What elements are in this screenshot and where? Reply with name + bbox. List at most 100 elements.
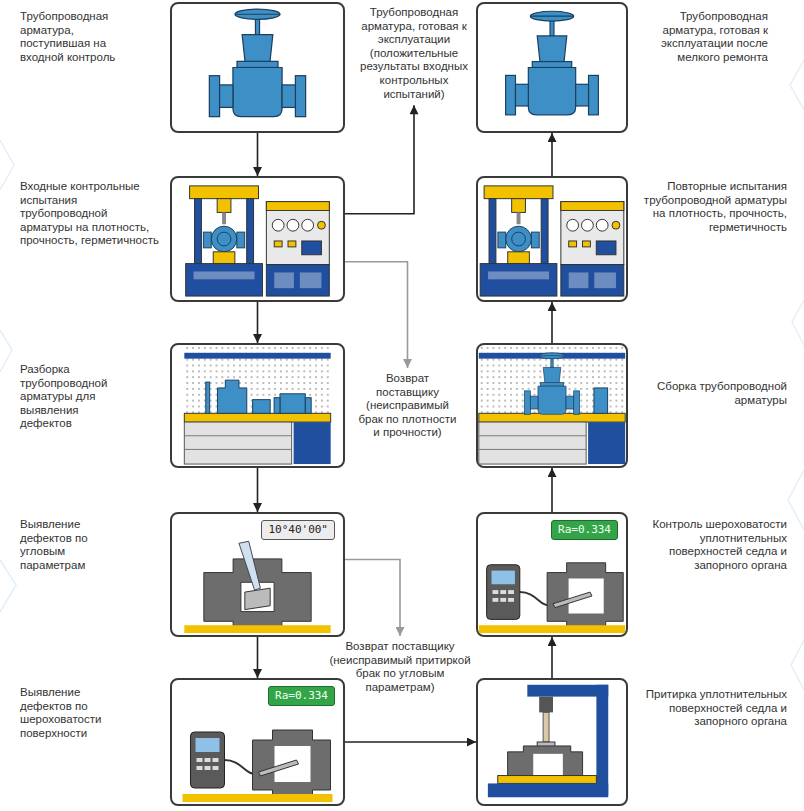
illustration-part xyxy=(235,9,280,19)
step-caption: Выявление дефектов по угловым параметрам xyxy=(20,518,125,572)
outcome-text-block: Возврат поставщику (неисправимый притирк… xyxy=(325,640,475,694)
illustration-part xyxy=(541,199,548,264)
flow-arrow xyxy=(551,468,553,512)
process-box: Сборка трубопроводной арматуры xyxy=(476,343,628,468)
process-box: Притирка уплотнительных поверхностей сед… xyxy=(476,678,628,806)
illustration-part xyxy=(209,9,305,117)
process-box: Выявление дефектов по угловым параметрам… xyxy=(170,512,345,637)
illustration-part xyxy=(205,758,211,762)
illustration-part xyxy=(566,396,574,409)
illustration-part xyxy=(517,212,521,224)
illustration-part xyxy=(506,11,599,115)
illustration-part xyxy=(506,75,516,114)
illustration-part xyxy=(295,76,305,117)
illustration-part xyxy=(305,398,311,414)
illustration-part xyxy=(524,353,579,414)
illustration-part xyxy=(479,625,625,633)
step-caption: Входные контрольные испытания трубопрово… xyxy=(20,180,160,248)
background-lines xyxy=(0,60,804,690)
illustration-part xyxy=(237,61,278,67)
illustration-part xyxy=(205,766,211,770)
outcome-text: Возврат поставщику (неисправимый брак по… xyxy=(355,372,460,440)
illustration-part xyxy=(266,202,329,265)
illustration-part xyxy=(539,353,565,359)
illustration-part xyxy=(500,590,506,594)
illustration-part xyxy=(209,76,219,117)
illustration-part xyxy=(300,272,322,288)
illustration-part xyxy=(184,345,330,413)
outcome-text-block: Возврат поставщику (неисправимый брак по… xyxy=(355,372,460,440)
illustration-part xyxy=(533,754,563,776)
illustration-part xyxy=(540,383,563,387)
illustration-part xyxy=(508,746,583,776)
equipment-illustration xyxy=(478,680,626,804)
illustration-part xyxy=(576,84,589,106)
illustration-part xyxy=(530,16,573,17)
illustration-part xyxy=(184,449,291,450)
illustration-part xyxy=(194,271,255,279)
illustration-part xyxy=(561,202,624,211)
illustration-part xyxy=(508,590,514,594)
illustration-part xyxy=(195,199,202,264)
step-caption: Трубопроводная арматура, поступившая на … xyxy=(20,10,128,64)
flow-arrow xyxy=(551,133,553,176)
illustration-part xyxy=(506,226,532,252)
illustration-part xyxy=(233,68,282,117)
illustration-part xyxy=(488,271,549,279)
illustration-part xyxy=(213,758,219,762)
process-box: Входные контрольные испытания трубопрово… xyxy=(170,176,345,302)
outcome-text: Трубопроводная арматура, готовая к экспл… xyxy=(360,6,468,101)
step-caption: Контроль шероховатости уплотнительных по… xyxy=(638,518,787,572)
flow-arrow xyxy=(551,637,553,678)
equipment-illustration xyxy=(478,178,626,300)
illustration-part xyxy=(217,232,231,246)
illustration-part xyxy=(508,252,530,264)
process-box: Разборка трубопроводной арматуры для выя… xyxy=(170,343,345,468)
illustration-part xyxy=(288,241,296,247)
process-box: Повторные испытания трубопроводной армат… xyxy=(476,176,628,302)
illustration-part xyxy=(184,422,291,464)
process-box: Контроль шероховатости уплотнительных по… xyxy=(476,512,628,637)
illustration-part xyxy=(274,272,294,288)
illustration-part xyxy=(594,388,608,413)
illustration-part xyxy=(190,186,259,199)
background-line xyxy=(0,560,16,612)
step-caption: Притирка уплотнительных поверхностей сед… xyxy=(638,688,787,729)
illustration-part xyxy=(318,221,326,229)
flow-arrow xyxy=(345,105,414,214)
illustration-part xyxy=(515,84,528,106)
illustration-part xyxy=(186,264,263,296)
illustration-part xyxy=(582,219,594,231)
illustration-part xyxy=(247,199,254,264)
illustration-part xyxy=(197,758,203,762)
step-caption: Разборка трубопроводной арматуры для выя… xyxy=(20,363,125,431)
illustration-part xyxy=(524,391,530,414)
illustration-part xyxy=(280,394,305,414)
illustration-part xyxy=(237,232,245,248)
illustration-part xyxy=(543,712,549,742)
illustration-part xyxy=(235,14,280,15)
illustration-part xyxy=(274,241,282,247)
illustration-part xyxy=(479,449,586,450)
illustration-part xyxy=(184,413,330,422)
illustration-part xyxy=(488,783,608,797)
illustration-part xyxy=(498,776,597,784)
outcome-text: Возврат поставщику (неисправимый притирк… xyxy=(325,640,475,694)
illustration-part xyxy=(206,382,210,413)
equipment-illustration xyxy=(478,345,626,466)
illustration-part xyxy=(532,62,571,68)
illustration-part xyxy=(206,380,311,413)
illustration-part xyxy=(527,685,608,697)
illustration-part xyxy=(302,219,314,231)
illustration-part xyxy=(569,241,577,247)
step-caption: Повторные испытания трубопроводной армат… xyxy=(638,180,787,234)
flow-arrow xyxy=(257,468,259,512)
illustration-part xyxy=(543,367,561,383)
illustration-part xyxy=(538,386,566,414)
illustration-part xyxy=(530,396,538,409)
illustration-part xyxy=(245,588,270,609)
flow-arrow xyxy=(257,133,259,176)
equipment-illustration xyxy=(172,178,343,300)
illustration-part xyxy=(196,738,220,752)
